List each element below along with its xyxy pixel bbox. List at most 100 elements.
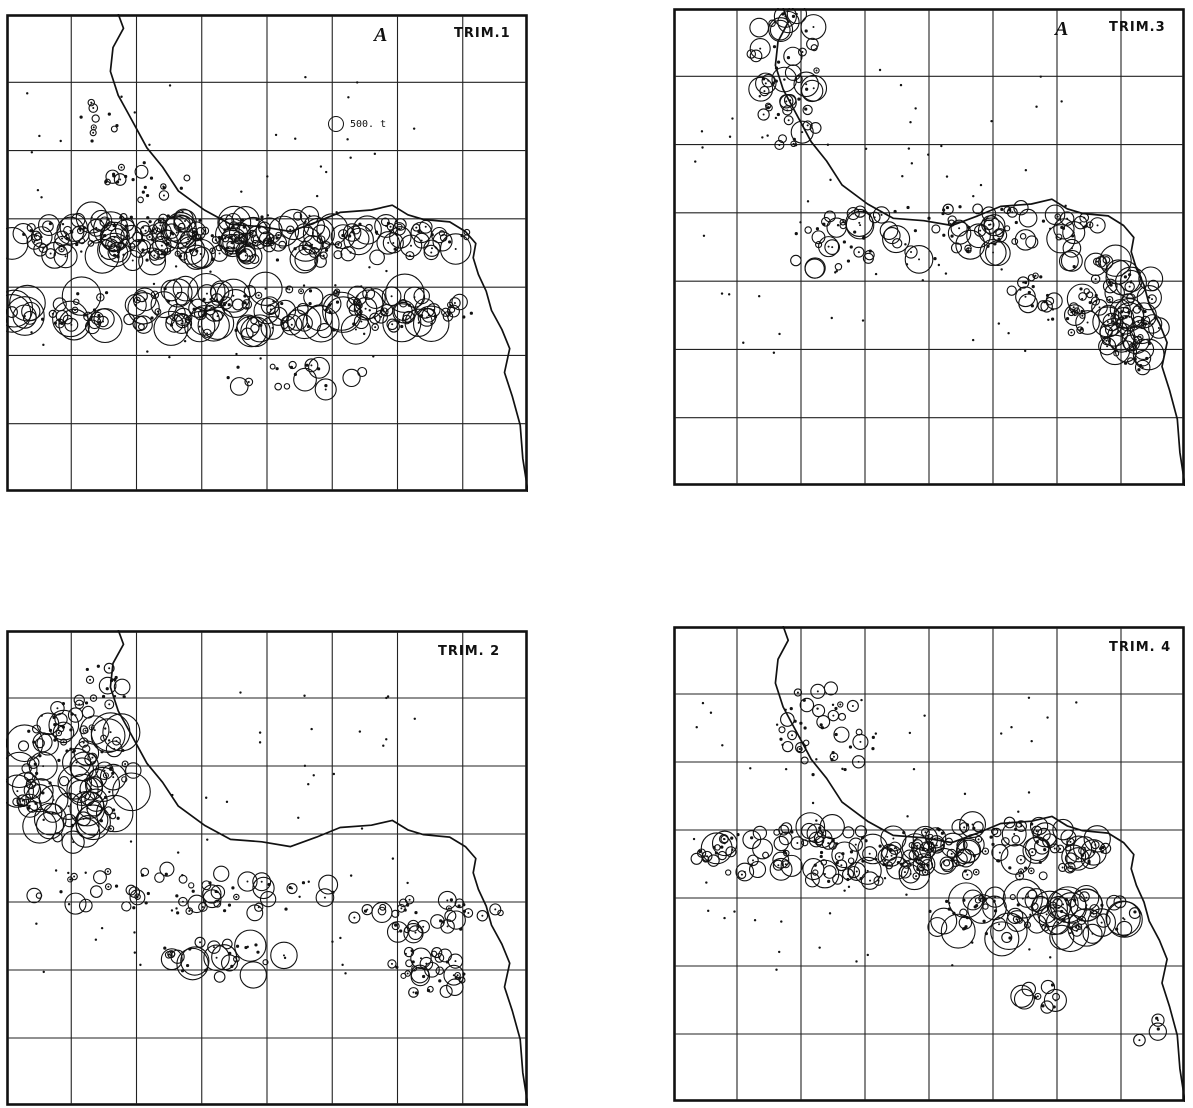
catch-circle-center bbox=[291, 887, 294, 890]
catch-dot bbox=[259, 357, 262, 360]
catch-circle-center bbox=[839, 703, 842, 706]
catch-circle bbox=[235, 315, 268, 348]
catch-circle bbox=[137, 323, 145, 331]
catch-dot bbox=[335, 300, 340, 304]
catch-circle bbox=[6, 774, 35, 808]
catch-circle-center bbox=[153, 254, 156, 257]
catch-dot bbox=[1041, 1004, 1045, 1008]
catch-dot bbox=[912, 767, 916, 771]
catch-dot bbox=[285, 287, 289, 290]
catch-circle bbox=[438, 230, 445, 237]
catch-circle bbox=[6, 226, 29, 260]
catch-dot bbox=[304, 220, 307, 223]
catch-circle-center bbox=[1074, 926, 1077, 929]
catch-circle-center bbox=[838, 855, 841, 858]
catch-circle-center bbox=[832, 714, 835, 717]
catch-dot bbox=[188, 947, 192, 950]
catch-circle bbox=[207, 940, 221, 954]
catch-dot bbox=[129, 840, 133, 843]
catch-dot bbox=[85, 667, 89, 672]
catch-dot bbox=[360, 285, 363, 288]
catch-circle bbox=[912, 825, 939, 852]
catch-circle bbox=[12, 797, 21, 807]
catch-circle bbox=[747, 854, 759, 867]
catch-circle-center bbox=[1031, 851, 1034, 854]
catch-circle bbox=[197, 284, 217, 304]
catch-circle-center bbox=[110, 243, 113, 246]
catch-circle-center bbox=[1094, 300, 1097, 303]
panel-label-trim-1: TRIM.1 bbox=[454, 26, 511, 41]
catch-circle bbox=[178, 896, 188, 907]
catch-dot bbox=[714, 851, 719, 855]
catch-dot bbox=[141, 248, 145, 252]
catch-dot bbox=[114, 884, 119, 888]
catch-circle bbox=[153, 310, 189, 346]
catch-circle-center bbox=[992, 251, 995, 254]
catch-circle-center bbox=[1026, 896, 1029, 899]
catch-dot bbox=[362, 332, 366, 336]
catch-dot bbox=[937, 828, 941, 832]
catch-circle bbox=[1128, 907, 1141, 920]
catch-dot bbox=[293, 372, 297, 377]
catch-dot bbox=[888, 844, 891, 847]
catch-dot bbox=[426, 988, 431, 993]
catch-circle-center bbox=[417, 321, 420, 324]
catch-dot bbox=[972, 194, 975, 198]
catch-dot bbox=[1039, 275, 1043, 279]
catch-circle bbox=[283, 383, 291, 390]
catch-circle bbox=[1015, 871, 1025, 881]
catch-circle bbox=[154, 872, 165, 883]
catch-dot bbox=[784, 767, 788, 771]
catch-dot bbox=[830, 316, 833, 320]
catch-circle bbox=[133, 296, 141, 304]
catch-dot bbox=[701, 701, 705, 705]
catch-circle-center bbox=[75, 761, 78, 764]
catch-circle bbox=[782, 740, 794, 753]
catch-circle bbox=[1084, 252, 1108, 276]
catch-dot bbox=[462, 315, 466, 319]
catch-circle-center bbox=[1018, 874, 1021, 877]
catch-circle bbox=[369, 312, 381, 325]
catch-circle bbox=[1051, 914, 1090, 953]
catch-circle bbox=[225, 212, 242, 230]
catch-circle bbox=[868, 211, 881, 224]
catch-circle-center bbox=[288, 288, 291, 291]
catch-circle bbox=[904, 244, 934, 274]
catch-circle bbox=[302, 217, 335, 250]
catch-dot bbox=[709, 711, 713, 714]
catch-circle bbox=[781, 860, 790, 869]
catch-dot bbox=[1115, 927, 1119, 931]
catch-circle-center bbox=[148, 236, 151, 239]
catch-circle bbox=[233, 893, 240, 901]
catch-dot bbox=[1024, 280, 1028, 285]
catch-dot bbox=[1052, 1005, 1056, 1009]
catch-circle bbox=[1032, 822, 1058, 848]
catch-circle bbox=[959, 908, 968, 917]
catch-circle bbox=[26, 234, 43, 250]
catch-circle bbox=[1090, 840, 1100, 850]
catch-circle bbox=[381, 286, 402, 307]
catch-circle bbox=[852, 733, 869, 750]
catch-dot bbox=[349, 251, 352, 254]
catch-circle-center bbox=[109, 827, 112, 830]
catch-dot bbox=[391, 857, 395, 860]
catch-circle-center bbox=[180, 322, 183, 325]
catch-circle bbox=[150, 290, 160, 300]
catch-dot bbox=[393, 247, 397, 251]
catch-dot bbox=[874, 272, 878, 276]
catch-circle-center bbox=[791, 734, 794, 737]
catch-dot bbox=[906, 815, 909, 818]
catch-circle bbox=[176, 947, 209, 981]
catch-dot bbox=[860, 836, 865, 840]
catch-circle-center bbox=[1059, 237, 1062, 240]
catch-circle bbox=[132, 231, 143, 243]
catch-dot bbox=[993, 242, 997, 246]
catch-dot bbox=[866, 953, 869, 957]
catch-circle-center bbox=[989, 223, 992, 226]
catch-dot bbox=[906, 205, 910, 210]
catch-circle-center bbox=[248, 255, 251, 258]
catch-dot bbox=[779, 737, 783, 741]
catch-circle bbox=[58, 245, 65, 253]
catch-dot bbox=[57, 758, 61, 762]
catch-circle bbox=[413, 287, 430, 305]
